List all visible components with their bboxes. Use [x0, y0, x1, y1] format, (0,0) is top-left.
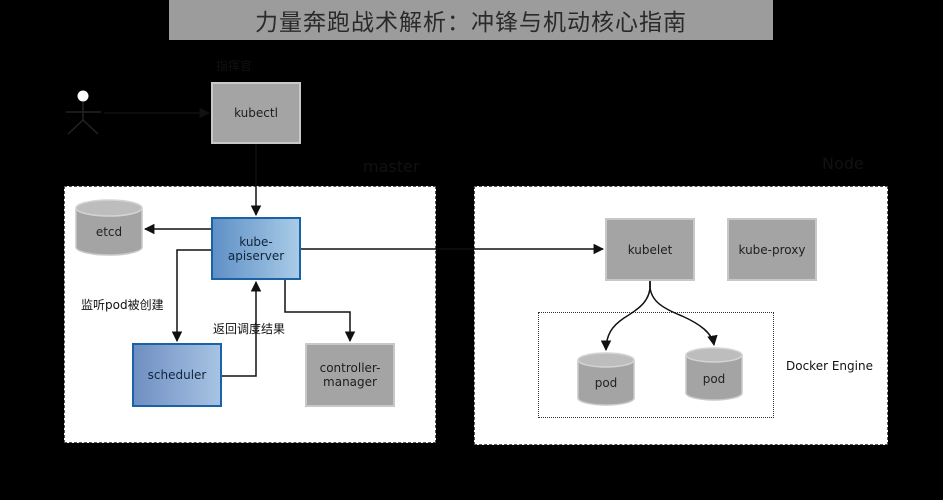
kubectl-box: kubectl: [211, 82, 301, 144]
node-label: Node: [822, 154, 864, 173]
return-result-label: 返回调度结果: [213, 322, 286, 336]
arrow-kubelet-to-pod1: [600, 280, 651, 352]
etcd-cylinder: [75, 199, 143, 256]
arrow-kubelet-to-pod2: [649, 280, 718, 347]
master-label: master: [363, 157, 420, 176]
kube-proxy-box: kube-proxy: [727, 218, 817, 281]
kubelet-box: kubelet: [605, 218, 695, 281]
apiserver-label-line2: apiserver: [227, 248, 285, 263]
scheduler-box: scheduler: [132, 343, 222, 407]
pod1-cylinder: [577, 352, 635, 406]
docker-engine-zone: [538, 312, 774, 418]
arrow-scheduler-to-apiserver: [222, 280, 262, 377]
apiserver-label-line1: kube-: [239, 234, 273, 249]
controller-manager-box: controller- manager: [305, 343, 395, 407]
scheduler-label: scheduler: [147, 368, 207, 382]
kubelet-label: kubelet: [627, 242, 673, 257]
kube-proxy-label: kube-proxy: [738, 242, 806, 257]
pod2-label: pod: [702, 372, 726, 386]
kubectl-label: kubectl: [234, 106, 278, 120]
pod1-label: pod: [594, 376, 618, 390]
etcd-label: etcd: [95, 225, 123, 239]
docker-engine-label: Docker Engine: [786, 359, 873, 373]
controller-label-line2: manager: [323, 375, 377, 389]
watch-pod-label: 监听pod被创建: [81, 298, 164, 312]
arrow-apiserver-to-scheduler: [171, 249, 211, 343]
page-title: 力量奔跑战术解析：冲锋与机动核心指南: [169, 0, 773, 40]
commander-label: 指挥官: [216, 59, 253, 73]
arrow-apiserver-to-controller: [284, 280, 356, 343]
pod2-cylinder: [685, 347, 743, 401]
controller-label-line1: controller-: [319, 361, 381, 375]
user-stick-figure-icon: [66, 90, 101, 135]
apiserver-box: kube- apiserver: [211, 217, 301, 280]
